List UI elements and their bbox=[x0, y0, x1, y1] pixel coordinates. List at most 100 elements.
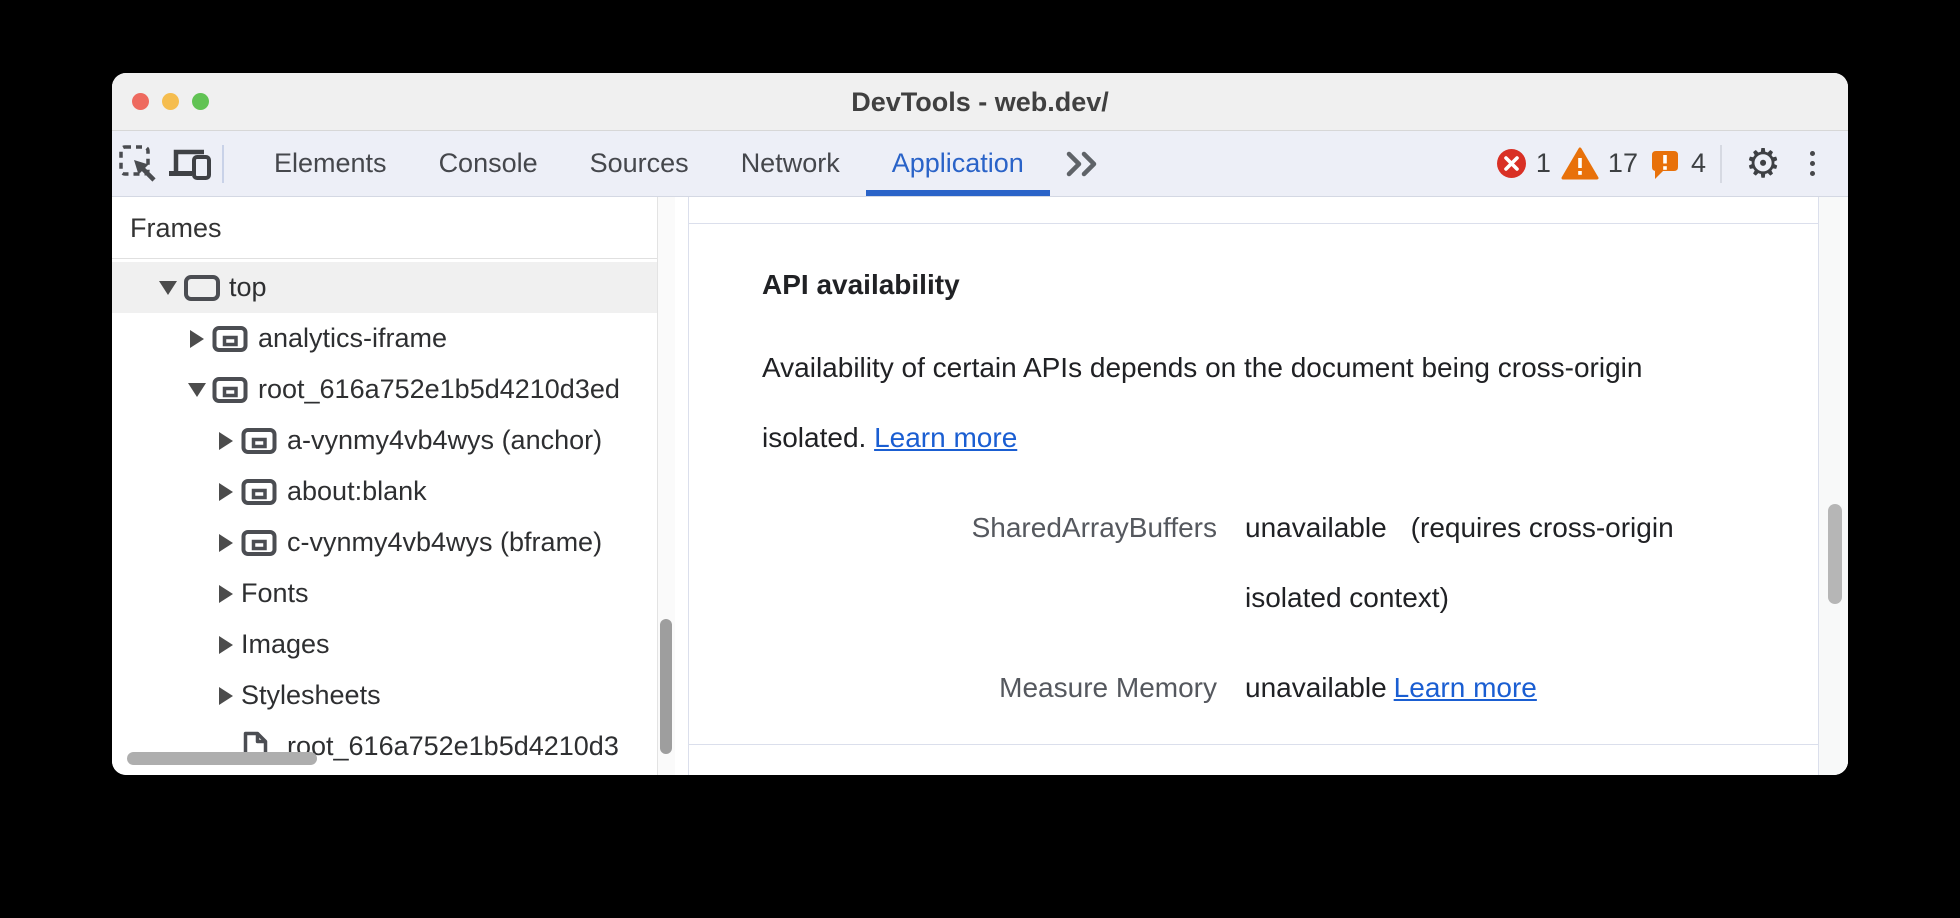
report-left-border bbox=[688, 197, 689, 775]
tree-item-a-vynmy4vb4wys-anchor-[interactable]: a-vynmy4vb4wys (anchor) bbox=[112, 415, 657, 466]
devtools-toolbar: Elements Console Sources Network Application… bbox=[112, 131, 1848, 197]
tree-item-label: root_616a752e1b5d4210d3ed bbox=[258, 374, 620, 404]
iframe-icon bbox=[212, 325, 258, 353]
api-status-note: (requires cross-origin isolated context) bbox=[1245, 512, 1674, 613]
chevron-right-icon[interactable] bbox=[219, 635, 233, 654]
section-divider-bottom bbox=[688, 744, 1819, 745]
main-vertical-scrollbar[interactable] bbox=[1828, 504, 1842, 604]
chevron-right-icon[interactable] bbox=[190, 329, 204, 348]
toolbar-divider-right bbox=[1720, 144, 1722, 183]
error-count-badge[interactable]: 1 bbox=[1496, 148, 1551, 179]
kebab-dot bbox=[1809, 151, 1815, 156]
frame-icon bbox=[183, 273, 229, 303]
tree-item-root-616a752e1b5d4210d3[interactable]: root_616a752e1b5d4210d3 bbox=[112, 721, 657, 772]
tree-item-images[interactable]: Images bbox=[112, 619, 657, 670]
warning-count: 17 bbox=[1607, 148, 1638, 178]
application-sidebar: Frames top analytics-iframe root_616a752e1… bbox=[112, 197, 675, 775]
api-status: unavailable bbox=[1245, 512, 1387, 543]
sidebar-horizontal-scrollbar-track bbox=[112, 752, 657, 766]
devtools-window: DevTools - web.dev/ Elements Console Sourc… bbox=[112, 73, 1848, 775]
tree-item-fonts[interactable]: Fonts bbox=[112, 568, 657, 619]
tree-item-stylesheets[interactable]: Stylesheets bbox=[112, 670, 657, 721]
device-toolbar-button[interactable] bbox=[164, 138, 216, 190]
iframe-icon bbox=[212, 376, 258, 404]
settings-button[interactable]: ⚙ bbox=[1736, 138, 1790, 190]
main-scrollbar-track bbox=[1819, 197, 1848, 775]
chevron-right-icon[interactable] bbox=[219, 686, 233, 705]
application-main-pane: API availability Availability of certain… bbox=[676, 197, 1848, 775]
issue-count: 4 bbox=[1690, 148, 1706, 178]
tree-item-label: Fonts bbox=[241, 578, 309, 608]
iframe-icon bbox=[241, 529, 287, 557]
chevron-down-icon[interactable] bbox=[188, 382, 206, 397]
chevron-right-icon[interactable] bbox=[219, 533, 233, 552]
tree-item-label: Images bbox=[241, 629, 330, 659]
tab-elements[interactable]: Elements bbox=[274, 148, 387, 178]
kebab-dot bbox=[1809, 171, 1815, 176]
iframe-icon bbox=[241, 478, 287, 506]
device-toolbar-icon bbox=[169, 149, 211, 180]
panel-tabs: Elements Console Sources Network Application bbox=[248, 131, 1050, 196]
status-badges: 1 17 4 bbox=[1496, 147, 1706, 180]
issue-icon bbox=[1648, 148, 1682, 180]
warning-icon bbox=[1561, 147, 1599, 180]
chevron-right-icon[interactable] bbox=[219, 431, 233, 450]
learn-more-link[interactable]: Learn more bbox=[874, 422, 1018, 453]
tab-network[interactable]: Network bbox=[740, 148, 840, 178]
minimize-button[interactable] bbox=[162, 93, 179, 110]
error-count: 1 bbox=[1535, 148, 1551, 178]
section-divider-top bbox=[688, 223, 1819, 224]
tree-item-label: root_616a752e1b5d4210d3 bbox=[287, 731, 619, 761]
tree-item-label: about:blank bbox=[287, 476, 427, 506]
customize-menu-button[interactable] bbox=[1790, 151, 1834, 176]
kebab-dot bbox=[1809, 161, 1815, 166]
issues-count-badge[interactable]: 4 bbox=[1648, 148, 1706, 180]
zoom-button[interactable] bbox=[192, 93, 209, 110]
api-name: SharedArrayBuffers bbox=[971, 512, 1217, 543]
tree-item-label: a-vynmy4vb4wys (anchor) bbox=[287, 425, 603, 455]
api-name: Measure Memory bbox=[999, 672, 1217, 703]
section-description: Availability of certain APIs depends on … bbox=[762, 333, 1762, 473]
tree-item-label: top bbox=[229, 272, 267, 302]
frames-tree: top analytics-iframe root_616a752e1b5d4210… bbox=[112, 262, 657, 775]
api-status-cell: unavailable(requires cross-origin isolat… bbox=[1245, 493, 1715, 633]
close-button[interactable] bbox=[132, 93, 149, 110]
tree-item-label: Stylesheets bbox=[241, 680, 381, 710]
error-icon bbox=[1496, 148, 1527, 179]
title-bar: DevTools - web.dev/ bbox=[112, 73, 1848, 131]
description-line2: isolated. Learn more bbox=[762, 422, 1018, 453]
window-title: DevTools - web.dev/ bbox=[851, 87, 1109, 117]
api-status: unavailable bbox=[1245, 672, 1387, 703]
sidebar-vertical-scrollbar[interactable] bbox=[660, 619, 672, 754]
tab-application[interactable]: Application bbox=[865, 131, 1050, 196]
more-tabs-button[interactable] bbox=[1050, 131, 1114, 196]
learn-more-link[interactable]: Learn more bbox=[1393, 672, 1537, 703]
tree-item-label: analytics-iframe bbox=[258, 323, 448, 353]
iframe-icon bbox=[241, 427, 287, 455]
inspect-element-button[interactable] bbox=[112, 138, 164, 190]
inspect-cursor-icon bbox=[119, 144, 156, 182]
tree-item-analytics-iframe[interactable]: analytics-iframe bbox=[112, 313, 657, 364]
tree-item-top[interactable]: top bbox=[112, 262, 657, 313]
tree-item-c-vynmy4vb4wys-bframe-[interactable]: c-vynmy4vb4wys (bframe) bbox=[112, 517, 657, 568]
report-right-border bbox=[1818, 197, 1819, 775]
more-tabs-chevron-icon bbox=[1066, 151, 1097, 176]
tree-item-label: c-vynmy4vb4wys (bframe) bbox=[287, 527, 603, 557]
chevron-right-icon[interactable] bbox=[219, 482, 233, 501]
description-line1: Availability of certain APIs depends on … bbox=[762, 352, 1643, 383]
gear-icon: ⚙ bbox=[1745, 141, 1781, 186]
tree-item-about-blank[interactable]: about:blank bbox=[112, 466, 657, 517]
tab-sources[interactable]: Sources bbox=[589, 148, 689, 178]
chevron-right-icon[interactable] bbox=[219, 584, 233, 603]
sidebar-horizontal-scrollbar[interactable] bbox=[127, 752, 317, 765]
api-row-sharedarraybuffers: SharedArrayBuffers unavailable(requires c… bbox=[762, 493, 1715, 633]
toolbar-divider bbox=[222, 144, 224, 183]
chevron-down-icon[interactable] bbox=[159, 280, 177, 295]
tab-console[interactable]: Console bbox=[438, 148, 538, 178]
warning-count-badge[interactable]: 17 bbox=[1561, 147, 1638, 180]
tree-item-root-616a752e1b5d4210d3ed[interactable]: root_616a752e1b5d4210d3ed bbox=[112, 364, 657, 415]
section-heading: API availability bbox=[762, 269, 960, 300]
frames-section-header[interactable]: Frames bbox=[112, 197, 657, 259]
